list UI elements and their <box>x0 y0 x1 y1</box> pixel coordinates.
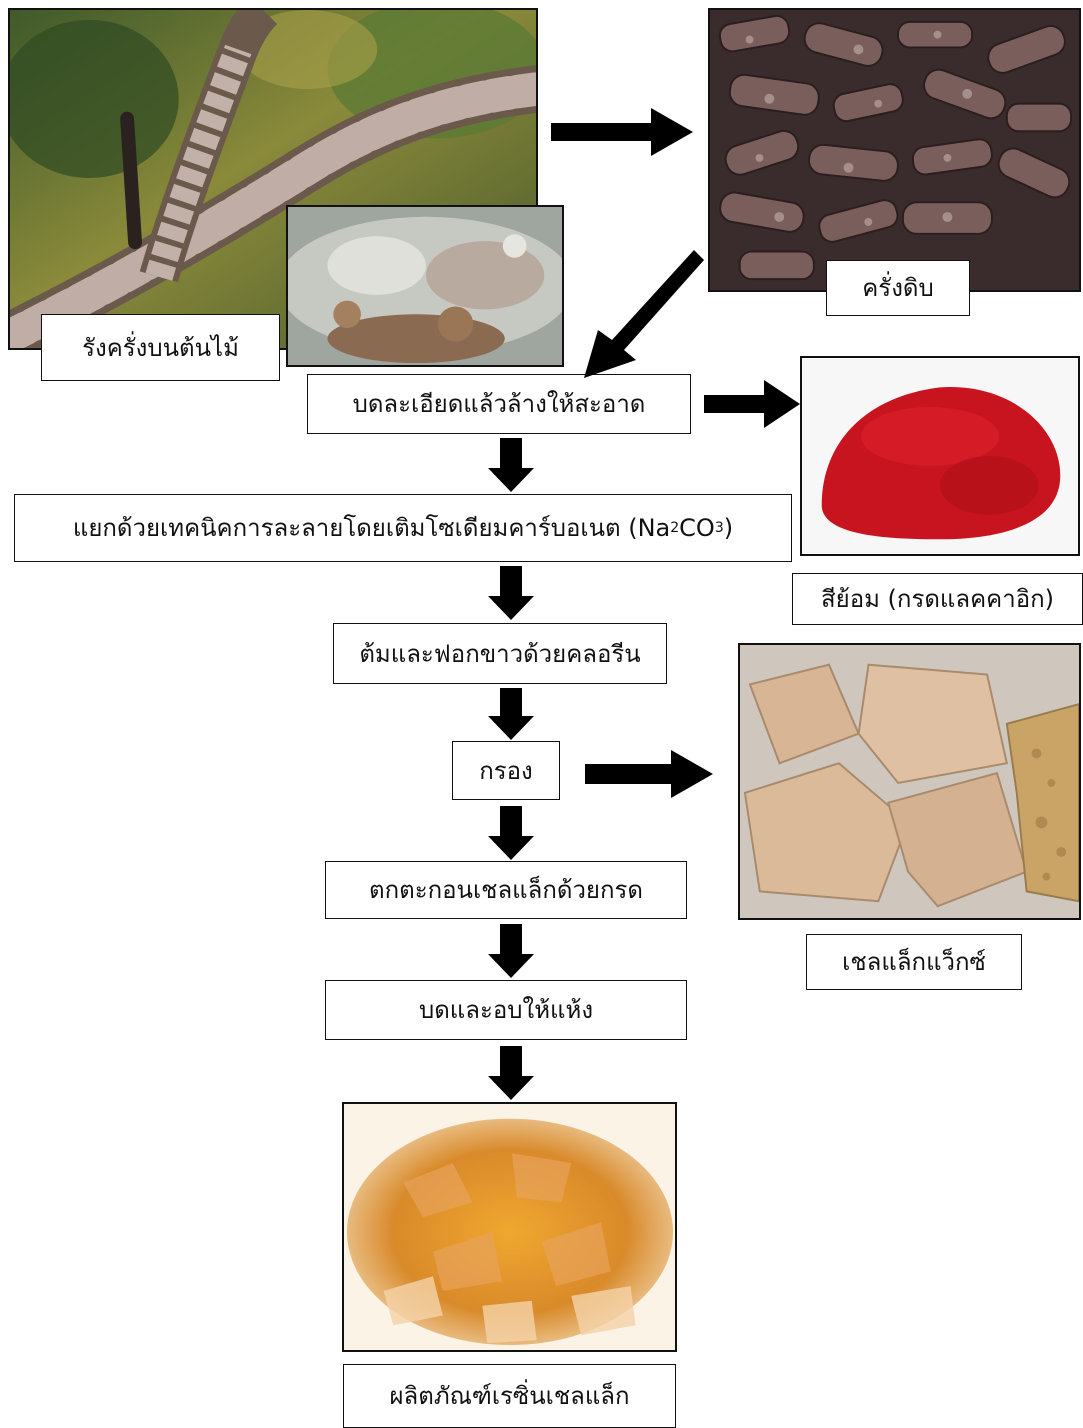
oxygen-subscript: 3 <box>715 521 724 535</box>
step-separate: แยกด้วยเทคนิคการละลายโดยเติมโซเดียมคาร์บ… <box>14 494 792 562</box>
label-wax: เชลแล็กแว็กซ์ <box>806 934 1022 990</box>
step-precipitate: ตกตะกอนเชลแล็กด้วยกรด <box>325 861 687 919</box>
right-arrow-icon <box>585 750 713 798</box>
label-dye: สีย้อม (กรดแลคคาอิก) <box>792 573 1083 625</box>
diagonal-arrow-icon <box>584 250 704 380</box>
right-arrow-icon <box>551 108 693 156</box>
down-arrow-icon <box>488 1046 534 1100</box>
step-filter: กรอง <box>452 741 560 800</box>
lac-closeup-photo <box>286 205 564 367</box>
shellac-wax-photo <box>738 643 1081 920</box>
step-separate-text-prefix: แยกด้วยเทคนิคการละลายโดยเติมโซเดียมคาร์บ… <box>73 516 670 540</box>
step-boil-bleach: ต้มและฟอกขาวด้วยคลอรีน <box>333 623 667 684</box>
down-arrow-icon <box>488 438 534 492</box>
shellac-resin-flakes-photo <box>342 1102 677 1352</box>
label-product: ผลิตภัณฑ์เรซิ่นเชลแล็ก <box>343 1364 676 1428</box>
step-separate-text-mid: CO <box>679 516 715 540</box>
red-dye-powder-photo <box>800 356 1080 556</box>
sodium-subscript: 2 <box>670 521 679 535</box>
label-raw-lac: ครั่งดิบ <box>826 260 970 316</box>
step-grind-dry: บดและอบให้แห้ง <box>325 980 687 1040</box>
step-grind-wash: บดละเอียดแล้วล้างให้สะอาด <box>307 374 691 434</box>
step-separate-text-suffix: ) <box>724 516 733 540</box>
down-arrow-icon <box>488 806 534 860</box>
down-arrow-icon <box>488 566 534 620</box>
down-arrow-icon <box>488 688 534 740</box>
raw-stick-lac-photo <box>708 8 1081 292</box>
down-arrow-icon <box>488 924 534 978</box>
right-arrow-icon <box>704 380 800 428</box>
label-lac-on-tree: รังครั่งบนต้นไม้ <box>41 314 280 381</box>
